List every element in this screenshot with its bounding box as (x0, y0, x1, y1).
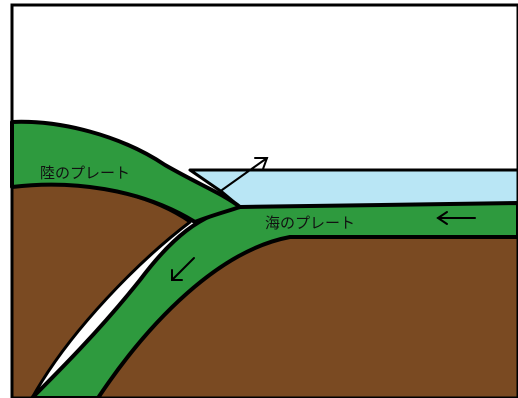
ocean-plate-label: 海のプレート (265, 214, 355, 232)
land-plate-label: 陸のプレート (40, 164, 130, 182)
sea-water (190, 170, 518, 207)
